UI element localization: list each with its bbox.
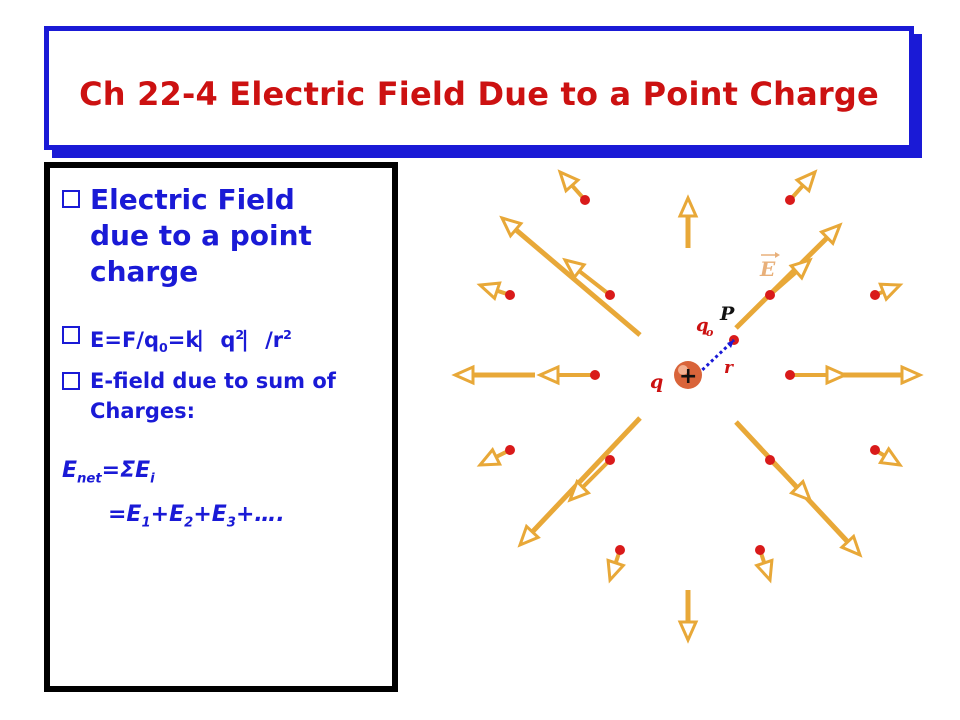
field-formula: E=F/q0=k⎸q2⎸/r2 bbox=[90, 327, 292, 356]
field-arrowhead bbox=[677, 194, 699, 218]
field-arrowhead bbox=[878, 282, 904, 302]
bullet-electric-field: Electric Field due to a point charge bbox=[62, 182, 360, 290]
field-arrows bbox=[451, 169, 924, 644]
net-field-sum: =E1+E2+E3+…. bbox=[108, 502, 285, 531]
bullet-formula: E=F/q0=k⎸q2⎸/r2 bbox=[62, 320, 292, 363]
vector-arrow-icon bbox=[775, 252, 780, 258]
label-r: r bbox=[724, 358, 734, 378]
test-point-dot bbox=[870, 445, 880, 455]
field-arrowhead bbox=[476, 447, 503, 467]
field-arrowhead bbox=[606, 558, 626, 584]
label-P: P bbox=[719, 303, 735, 325]
test-point-dot bbox=[580, 195, 590, 205]
test-point-dot bbox=[765, 290, 775, 300]
field-arrowhead bbox=[499, 215, 524, 239]
charge-sign: + bbox=[679, 364, 697, 389]
bullet-sum: E-field due to sum of Charges: bbox=[62, 366, 350, 426]
field-arrow-shaft bbox=[578, 458, 612, 492]
bullet-text: Electric Field due to a point charge bbox=[90, 183, 312, 288]
field-arrowhead bbox=[557, 169, 581, 194]
field-arrowhead bbox=[517, 523, 541, 548]
label-q: q bbox=[650, 371, 663, 393]
field-arrowhead bbox=[788, 478, 813, 503]
field-arrowhead bbox=[476, 281, 502, 301]
charge-highlight bbox=[678, 365, 688, 375]
square-bullet-icon bbox=[62, 190, 82, 210]
label-E: E bbox=[759, 257, 776, 281]
field-arrow-shaft bbox=[527, 416, 642, 537]
field-arrowhead bbox=[825, 364, 849, 386]
field-diagram: + q q o P r E bbox=[451, 169, 924, 644]
bullet-text: E-field due to sum of Charges: bbox=[90, 369, 336, 423]
r-line bbox=[696, 338, 736, 376]
field-arrowhead bbox=[794, 169, 818, 194]
field-arrow-shaft bbox=[768, 267, 801, 297]
test-point-dot bbox=[765, 455, 775, 465]
test-point-dot bbox=[505, 445, 515, 455]
test-point-dot bbox=[785, 195, 795, 205]
net-field-formula: Enet=ΣEi bbox=[62, 458, 155, 487]
field-arrowhead bbox=[677, 620, 699, 644]
field-arrowhead bbox=[839, 533, 863, 558]
field-arrowhead bbox=[567, 478, 592, 503]
field-arrowhead bbox=[536, 364, 560, 386]
field-arrowhead bbox=[877, 446, 904, 467]
field-arrowhead bbox=[562, 257, 587, 281]
square-bullet-icon bbox=[62, 372, 82, 392]
square-bullet-icon bbox=[62, 326, 82, 346]
field-arrow-shaft bbox=[574, 267, 612, 297]
r-arrowhead bbox=[727, 340, 734, 348]
content-panel: Electric Field due to a point charge E=F… bbox=[44, 162, 398, 692]
test-point-dot bbox=[755, 545, 765, 555]
label-q0: q bbox=[696, 315, 709, 336]
field-arrow-shaft bbox=[768, 458, 802, 492]
field-arrowhead bbox=[451, 364, 475, 386]
test-point-dot bbox=[590, 370, 600, 380]
test-point-dot bbox=[785, 370, 795, 380]
title-box: Ch 22-4 Electric Field Due to a Point Ch… bbox=[44, 26, 914, 150]
test-point-dot bbox=[505, 290, 515, 300]
test-point-dot bbox=[605, 455, 615, 465]
slide-title: Ch 22-4 Electric Field Due to a Point Ch… bbox=[79, 75, 879, 113]
field-arrowhead bbox=[900, 364, 924, 386]
label-q0-sub: o bbox=[706, 326, 713, 339]
field-arrow-shaft bbox=[511, 225, 642, 337]
field-arrowhead bbox=[818, 222, 843, 247]
test-point-dot bbox=[870, 290, 880, 300]
field-arrowhead bbox=[754, 558, 774, 584]
test-point-dot bbox=[615, 545, 625, 555]
test-point-dot bbox=[605, 290, 615, 300]
field-arrowhead bbox=[788, 257, 813, 281]
